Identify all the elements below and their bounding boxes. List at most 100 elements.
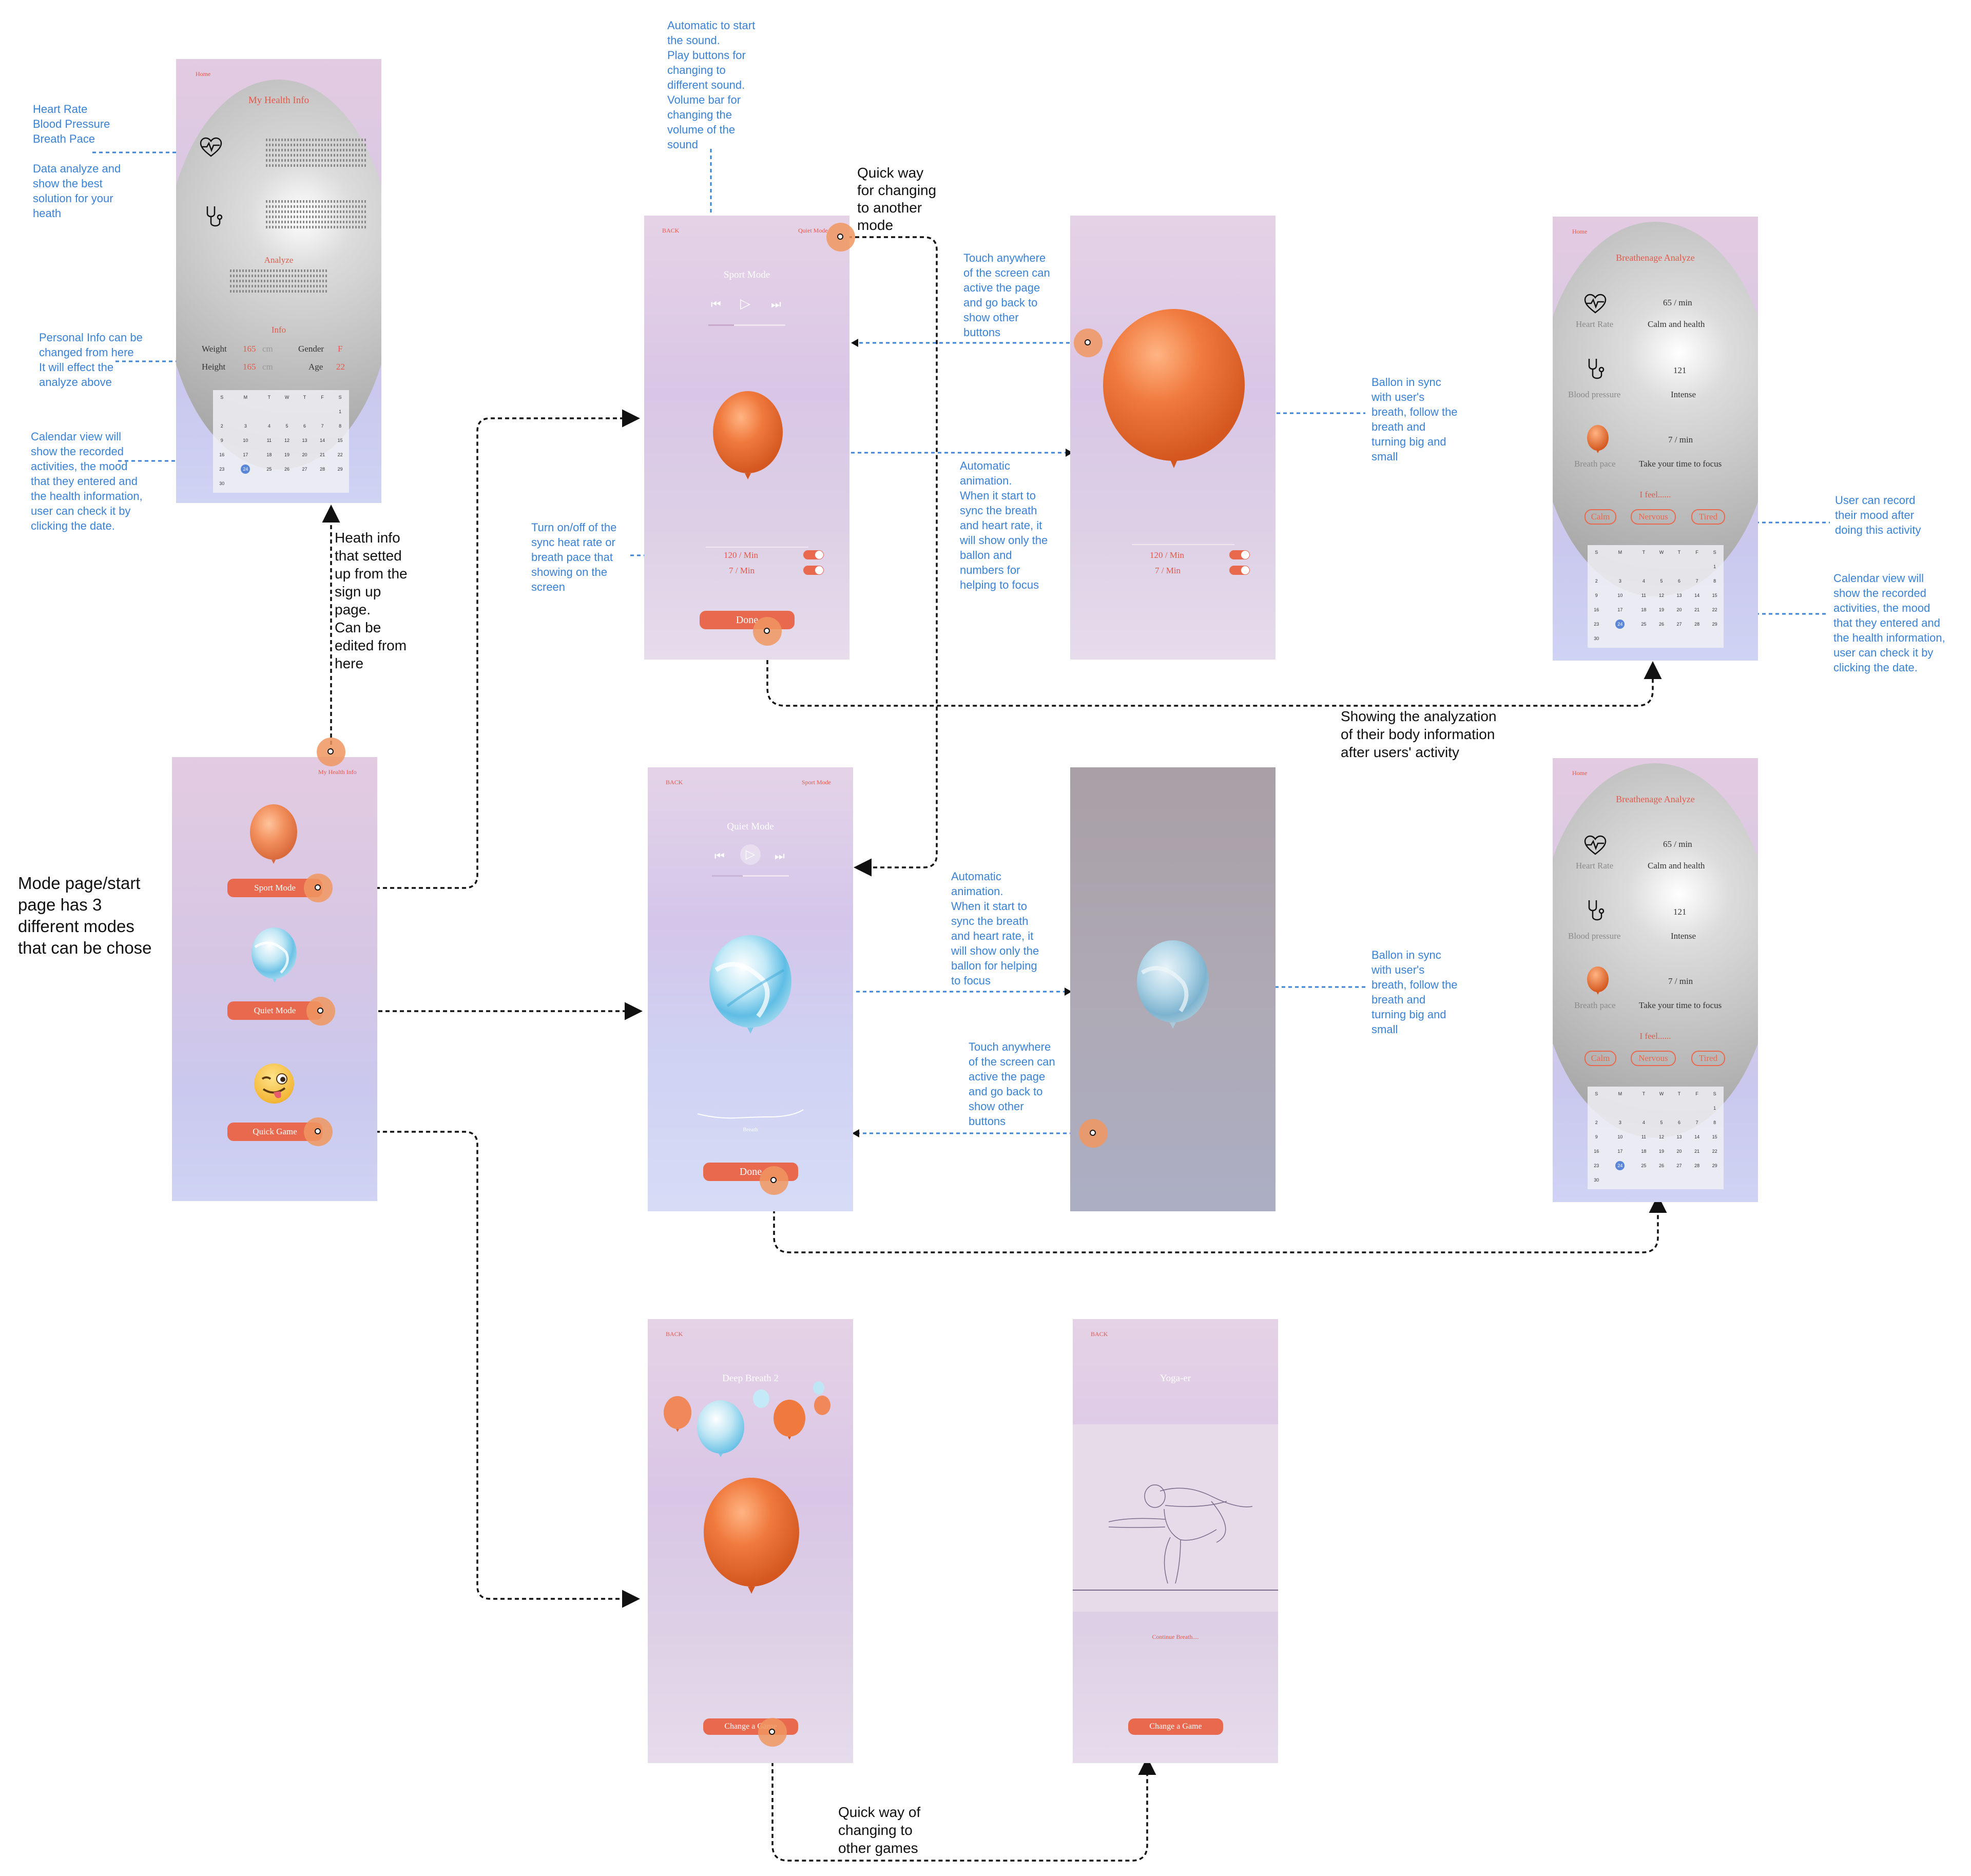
calendar-day[interactable]: 29 bbox=[337, 467, 343, 472]
previous-icon[interactable]: ⏮ bbox=[714, 849, 725, 862]
mood-calm-button[interactable]: Calm bbox=[1584, 509, 1616, 525]
calendar-day[interactable]: 17 bbox=[1617, 1149, 1623, 1154]
calendar-day[interactable]: 9 bbox=[1595, 593, 1598, 598]
calendar-day[interactable]: 19 bbox=[1658, 607, 1664, 612]
mood-tired-button[interactable]: Tired bbox=[1691, 1051, 1725, 1066]
calendar-day[interactable]: 28 bbox=[320, 467, 325, 472]
calendar-day[interactable]: 26 bbox=[284, 467, 289, 472]
calendar-day[interactable]: 17 bbox=[243, 452, 248, 457]
calendar-day[interactable]: 14 bbox=[320, 438, 325, 443]
calendar-day[interactable]: 15 bbox=[1712, 593, 1717, 598]
calendar-day[interactable]: 10 bbox=[243, 438, 248, 443]
breath-pace-toggle[interactable] bbox=[803, 566, 824, 575]
back-button[interactable]: BACK bbox=[662, 227, 680, 234]
calendar-day[interactable]: 11 bbox=[1641, 1134, 1647, 1139]
calendar-day[interactable]: 14 bbox=[1694, 1134, 1700, 1139]
calendar-day[interactable]: 14 bbox=[1694, 593, 1700, 598]
calendar-day[interactable]: 26 bbox=[1658, 622, 1664, 627]
calendar-day[interactable]: 1 bbox=[339, 409, 342, 414]
calendar-day[interactable]: 30 bbox=[219, 481, 225, 486]
calendar-day[interactable]: 20 bbox=[1676, 607, 1682, 612]
calendar-day[interactable]: 18 bbox=[266, 452, 272, 457]
switch-quiet-link[interactable]: Quiet Mode bbox=[798, 227, 828, 234]
calendar-day[interactable]: 26 bbox=[1658, 1163, 1664, 1168]
calendar-day[interactable]: 3 bbox=[244, 423, 247, 429]
calendar-day[interactable]: 20 bbox=[302, 452, 307, 457]
calendar-day[interactable]: 29 bbox=[1712, 1163, 1717, 1168]
calendar-day[interactable]: 10 bbox=[1617, 593, 1623, 598]
volume-bar[interactable] bbox=[708, 324, 785, 326]
height-value[interactable]: 165 bbox=[243, 362, 256, 372]
calendar-day[interactable]: 3 bbox=[1618, 1120, 1621, 1125]
heart-rate-toggle[interactable] bbox=[803, 550, 824, 559]
calendar-day[interactable]: 4 bbox=[1642, 578, 1645, 584]
calendar-day[interactable]: 21 bbox=[1694, 1149, 1700, 1154]
calendar-day[interactable]: 23 bbox=[1594, 622, 1599, 627]
calendar-day[interactable]: 24 bbox=[1606, 1158, 1635, 1173]
calendar-day[interactable]: 25 bbox=[1641, 1163, 1647, 1168]
calendar-day[interactable]: 1 bbox=[1713, 1106, 1716, 1111]
calendar-day[interactable]: 23 bbox=[219, 467, 225, 472]
calendar-day[interactable]: 24 bbox=[231, 462, 261, 476]
calendar-day[interactable]: 7 bbox=[321, 423, 324, 429]
calendar-day[interactable]: 25 bbox=[1641, 622, 1647, 627]
calendar-day[interactable]: 22 bbox=[1712, 607, 1717, 612]
weight-value[interactable]: 165 bbox=[243, 344, 256, 354]
calendar-day[interactable]: 19 bbox=[284, 452, 289, 457]
previous-icon[interactable]: ⏮ bbox=[711, 298, 721, 311]
calendar-day[interactable]: 8 bbox=[1713, 1120, 1716, 1125]
calendar-day[interactable]: 22 bbox=[337, 452, 343, 457]
calendar-day[interactable]: 28 bbox=[1694, 622, 1700, 627]
calendar-day[interactable]: 4 bbox=[267, 423, 270, 429]
calendar-day[interactable]: 19 bbox=[1658, 1149, 1664, 1154]
calendar-day[interactable]: 13 bbox=[302, 438, 307, 443]
selected-day[interactable]: 24 bbox=[1615, 620, 1625, 629]
home-link[interactable]: Home bbox=[196, 70, 211, 78]
calendar-day[interactable]: 12 bbox=[1658, 593, 1664, 598]
calendar-day[interactable]: 5 bbox=[1660, 1120, 1663, 1125]
calendar-day[interactable]: 9 bbox=[220, 438, 223, 443]
calendar-day[interactable]: 6 bbox=[1678, 578, 1681, 584]
home-link[interactable]: Home bbox=[1572, 769, 1588, 777]
calendar-day[interactable]: 13 bbox=[1676, 593, 1682, 598]
change-game-button[interactable]: Change a Game bbox=[1128, 1718, 1223, 1735]
calendar-day[interactable]: 15 bbox=[337, 438, 343, 443]
calendar-day[interactable]: 21 bbox=[1694, 607, 1700, 612]
calendar-day[interactable]: 29 bbox=[1712, 622, 1717, 627]
calendar-day[interactable]: 7 bbox=[1695, 578, 1698, 584]
calendar-day[interactable]: 6 bbox=[1678, 1120, 1681, 1125]
play-icon[interactable]: ▷ bbox=[740, 844, 761, 865]
calendar-day[interactable]: 24 bbox=[1606, 617, 1635, 631]
calendar-day[interactable]: 20 bbox=[1676, 1149, 1682, 1154]
calendar-day[interactable]: 12 bbox=[284, 438, 289, 443]
calendar-day[interactable]: 2 bbox=[1595, 578, 1598, 584]
calendar-day[interactable]: 11 bbox=[266, 438, 272, 443]
calendar-day[interactable]: 16 bbox=[219, 452, 225, 457]
calendar-day[interactable]: 21 bbox=[320, 452, 325, 457]
selected-day[interactable]: 24 bbox=[1615, 1161, 1625, 1170]
calendar-day[interactable]: 8 bbox=[1713, 578, 1716, 584]
calendar-day[interactable]: 23 bbox=[1594, 1163, 1599, 1168]
breath-pace-toggle[interactable] bbox=[1229, 566, 1250, 575]
calendar-day[interactable]: 28 bbox=[1694, 1163, 1700, 1168]
calendar-day[interactable]: 16 bbox=[1594, 1149, 1599, 1154]
back-button[interactable]: BACK bbox=[666, 1330, 683, 1338]
calendar-day[interactable]: 27 bbox=[1676, 622, 1682, 627]
calendar-day[interactable]: 2 bbox=[1595, 1120, 1598, 1125]
calendar-day[interactable]: 25 bbox=[266, 467, 272, 472]
gender-value[interactable]: F bbox=[338, 344, 343, 354]
next-icon[interactable]: ⏭ bbox=[775, 849, 785, 862]
calendar-day[interactable]: 11 bbox=[1641, 593, 1647, 598]
calendar-day[interactable]: 4 bbox=[1642, 1120, 1645, 1125]
calendar-day[interactable]: 6 bbox=[303, 423, 306, 429]
volume-bar[interactable] bbox=[712, 875, 789, 877]
calendar-day[interactable]: 12 bbox=[1658, 1134, 1664, 1139]
next-icon[interactable]: ⏭ bbox=[771, 298, 781, 311]
calendar-day[interactable]: 22 bbox=[1712, 1149, 1717, 1154]
calendar-day[interactable]: 15 bbox=[1712, 1134, 1717, 1139]
calendar-day[interactable]: 10 bbox=[1617, 1134, 1623, 1139]
